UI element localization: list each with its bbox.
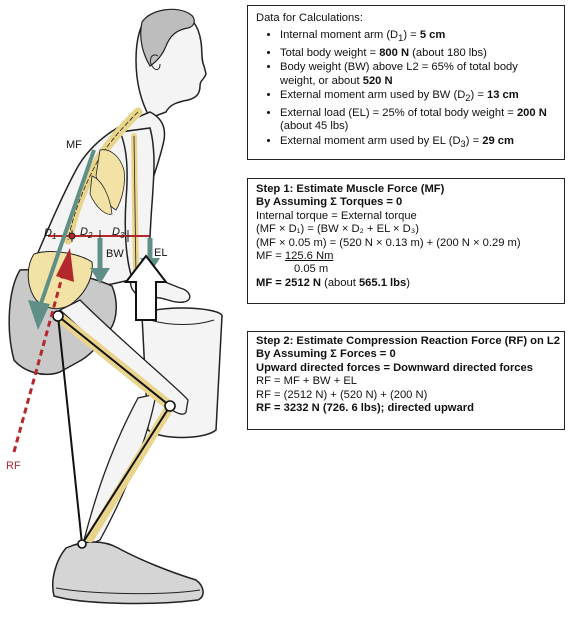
d3-label: D3: [112, 226, 125, 241]
step1-line1: Internal torque = External torque: [256, 209, 417, 222]
bw-force-arrow: [90, 238, 110, 284]
step1-line2: (MF × D₁) = (BW × D₂ + EL × D₃): [256, 223, 420, 236]
spine: [63, 107, 143, 245]
el-label: EL: [154, 247, 168, 259]
data-list: Internal moment arm (D1) = 5 cm Total bo…: [256, 29, 556, 151]
data-item-el-moment-arm: External moment arm used by EL (D3) = 29…: [280, 135, 556, 152]
step2-subtitle: By Assuming Σ Forces = 0: [256, 348, 396, 361]
data-item-internal-moment-arm: Internal moment arm (D1) = 5 cm: [280, 29, 556, 46]
step2-line1: Upward directed forces = Downward direct…: [256, 361, 533, 374]
squat-lift-figure: [8, 8, 223, 605]
head: [135, 8, 207, 119]
bucket: [141, 307, 223, 439]
rf-force-arrow: [12, 248, 74, 453]
upward-load-arrow: [123, 254, 169, 321]
data-item-body-weight-above-l2: Body weight (BW) above L2 = 65% of total…: [280, 61, 556, 88]
mf-label: MF: [66, 139, 82, 151]
shoe: [52, 541, 204, 605]
step2-title: Step 2: Estimate Compression Reaction Fo…: [256, 335, 560, 347]
d2-label: D2: [80, 226, 93, 241]
ribs: [89, 149, 125, 215]
step2-line2: RF = MF + BW + EL: [256, 375, 358, 388]
bw-label: BW: [106, 248, 124, 260]
step1-subtitle: By Assuming Σ Torques = 0: [256, 196, 403, 209]
data-item-bw-moment-arm: External moment arm used by BW (D2) = 13…: [280, 89, 556, 106]
step1-title: Step 1: Estimate Muscle Force (MF): [256, 183, 445, 195]
step2-result: RF = 3232 N (726. 6 lbs); directed upwar…: [256, 402, 474, 415]
leg-bones: [52, 310, 176, 549]
mf-force-arrow: [28, 149, 96, 330]
step2-line3: RF = (2512 N) + (520 N) + (200 N): [256, 388, 428, 401]
fraction-numerator: 125.6 Nm: [284, 250, 334, 263]
data-for-calculations-box: Data for Calculations: Internal moment a…: [247, 5, 565, 160]
step1-fraction: MF = 125.6 Nm: [256, 250, 334, 263]
data-item-total-body-weight: Total body weight = 800 N (about 180 lbs…: [280, 47, 556, 60]
fraction-denominator: 0.05 m: [294, 263, 329, 276]
data-box-title: Data for Calculations:: [256, 12, 363, 24]
step1-muscle-force-box: Step 1: Estimate Muscle Force (MF) By As…: [247, 178, 565, 304]
rf-label: RF: [6, 460, 21, 472]
step2-reaction-force-box: Step 2: Estimate Compression Reaction Fo…: [247, 331, 565, 430]
data-item-external-load: External load (EL) = 25% of total body w…: [280, 107, 556, 134]
step1-line3: (MF × 0.05 m) = (520 N × 0.13 m) + (200 …: [256, 236, 521, 249]
step1-result: MF = 2512 N (about 565.1 lbs): [256, 276, 410, 289]
d1-label: D1: [44, 227, 57, 242]
